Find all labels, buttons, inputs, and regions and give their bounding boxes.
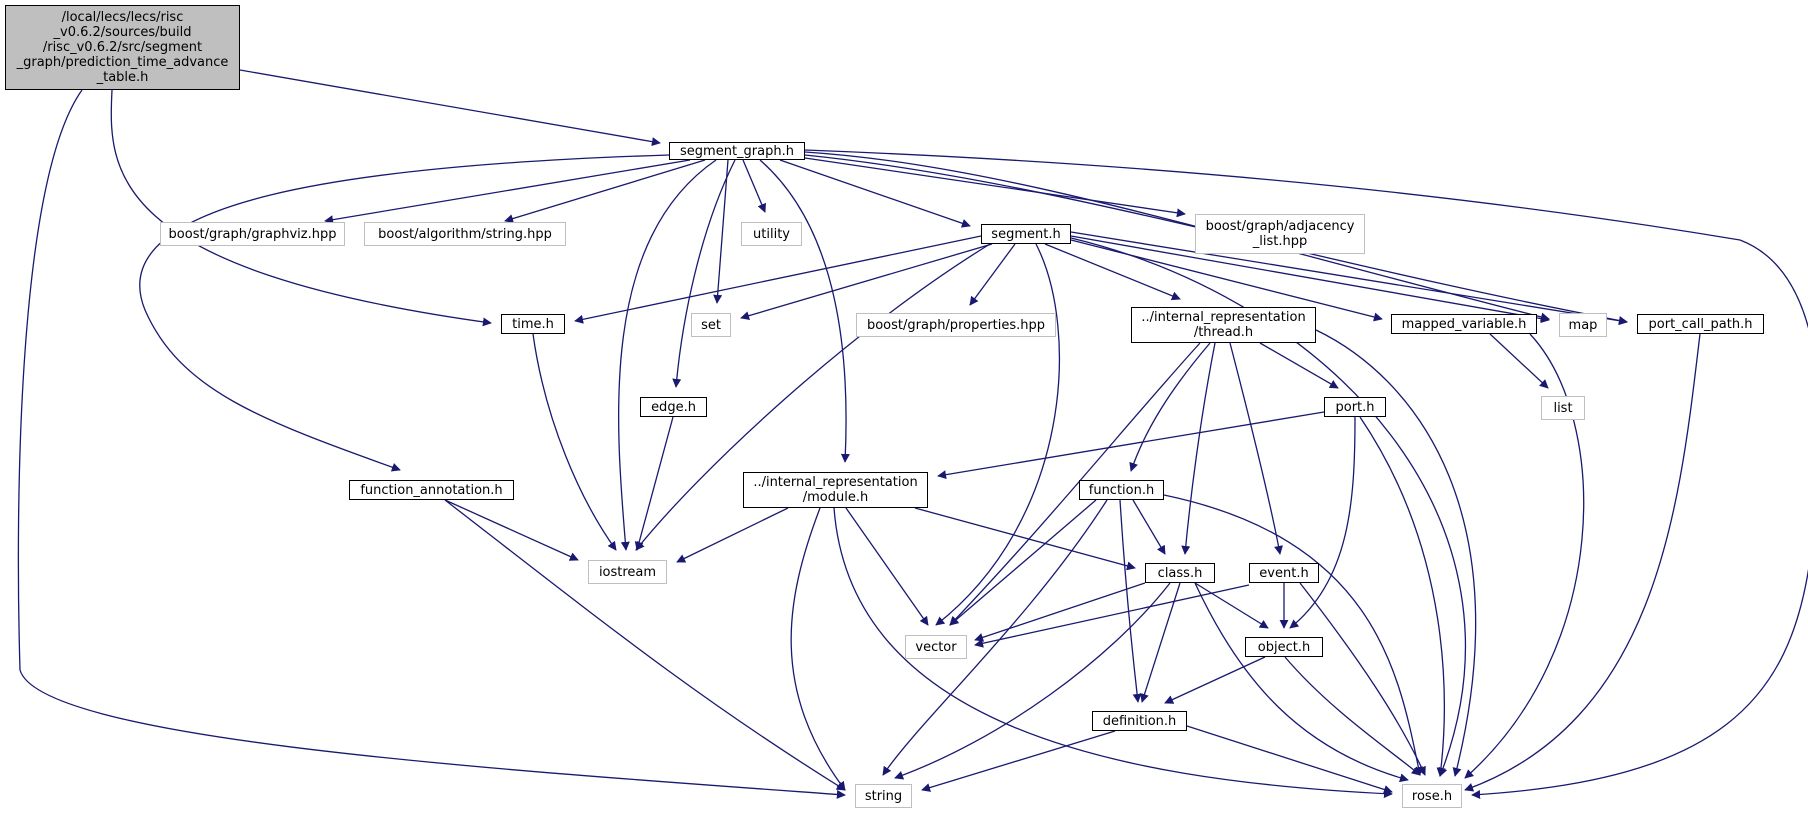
edge-segment_graph-function_annotation [139, 154, 670, 472]
node-module[interactable]: ../internal_representation /module.h [743, 472, 928, 508]
edge-segment_graph-edge [672, 159, 736, 388]
node-mapped-variable[interactable]: mapped_variable.h [1391, 314, 1537, 334]
edge-segment_graph-boost_adjacency [804, 157, 1186, 218]
edge-segment_graph-segment [779, 159, 971, 228]
edge-segment-time [574, 235, 982, 324]
edge-function-vector [949, 499, 1097, 626]
edge-time-iostream [532, 333, 617, 551]
edge-event-vector [974, 584, 1250, 648]
node-class[interactable]: class.h [1145, 563, 1215, 583]
node-string: string [855, 784, 912, 808]
edge-port-module [937, 411, 1325, 480]
edge-definition-string [921, 730, 1116, 792]
edge-function_annotation-string [444, 499, 846, 791]
edge-event-rose [1299, 582, 1426, 776]
node-list: list [1541, 396, 1585, 420]
edge-definition-rose [1186, 725, 1393, 794]
edge-segment_graph-boost_string [504, 159, 706, 223]
edge-segment-port_call_path [1070, 231, 1628, 326]
node-boost-adjacency-list: boost/graph/adjacency _list.hpp [1195, 214, 1365, 254]
edge-module-class [914, 507, 1136, 571]
node-rose: rose.h [1402, 784, 1462, 808]
node-thread[interactable]: ../internal_representation /thread.h [1131, 307, 1316, 343]
node-set: set [691, 313, 731, 337]
edge-segment-rose [1070, 237, 1467, 777]
node-port-call-path[interactable]: port_call_path.h [1637, 314, 1764, 334]
node-boost-properties: boost/graph/properties.hpp [856, 313, 1056, 337]
edge-thread-port [1259, 342, 1339, 389]
edge-mapped_variable-list [1489, 333, 1549, 389]
edge-segment_graph-map [804, 151, 1550, 322]
edge-object-rose [1284, 656, 1421, 776]
edge-port-rose [1359, 416, 1446, 777]
node-port[interactable]: port.h [1324, 397, 1386, 417]
node-iostream: iostream [588, 560, 667, 584]
node-vector: vector [905, 635, 967, 659]
node-utility: utility [741, 222, 802, 246]
edge-function-class [1132, 499, 1166, 555]
edge-function-definition [1119, 499, 1142, 703]
edge-root-string [17, 89, 846, 799]
edge-module-string [790, 507, 846, 791]
node-segment-graph[interactable]: segment_graph.h [669, 142, 805, 160]
edge-module-iostream [676, 507, 789, 563]
edge-segment_graph-iostream [617, 159, 717, 551]
edge-class-vector [974, 582, 1146, 642]
node-prediction-time-advance-table[interactable]: /local/lecs/lecs/risc _v0.6.2/sources/bu… [5, 5, 240, 90]
edge-function_annotation-iostream [444, 499, 579, 561]
node-function[interactable]: function.h [1079, 480, 1164, 500]
edge-segment_graph-port_call_path [804, 154, 1628, 325]
edge-segment_graph-boost_graphviz [324, 159, 691, 225]
edge-segment-boost_properties [969, 243, 1016, 306]
node-edge[interactable]: edge.h [640, 397, 707, 417]
edge-module-vector [845, 507, 929, 626]
edge-class-definition [1140, 582, 1181, 703]
edge-port-object [1289, 416, 1356, 629]
edge-class-string [894, 582, 1171, 780]
edge-segment_graph-set [713, 159, 729, 304]
edge-segment_graph-module [759, 159, 850, 463]
edge-thread-class [1181, 342, 1216, 555]
edge-segment-iostream [635, 243, 991, 551]
node-segment[interactable]: segment.h [981, 224, 1071, 244]
edge-class-rose [1194, 582, 1409, 783]
edge-function-rose [1163, 494, 1423, 776]
edge-segment-vector [935, 243, 1060, 626]
node-boost-graphviz: boost/graph/graphviz.hpp [160, 222, 345, 246]
edge-module-rose [833, 507, 1393, 799]
edge-class-object [1194, 582, 1269, 629]
edge-root-segment_graph [239, 69, 661, 147]
edge-thread-event [1229, 342, 1283, 555]
edge-function-string [882, 499, 1108, 776]
edge-mapped_variable-rose [1464, 333, 1585, 779]
node-time[interactable]: time.h [501, 314, 565, 334]
edge-segment-set [740, 243, 993, 321]
edge-object-definition [1164, 656, 1266, 704]
edge-port_call_path-rose [1464, 333, 1701, 792]
edge-edge-iostream [634, 416, 674, 551]
node-event[interactable]: event.h [1249, 563, 1319, 583]
node-map: map [1559, 313, 1607, 337]
edge-thread-function [1129, 342, 1211, 472]
edge-segment-thread [1044, 243, 1181, 301]
edge-root-time [110, 89, 492, 327]
edge-thread-rose [1315, 329, 1477, 777]
edge-thread-vector [949, 342, 1201, 626]
node-boost-algorithm-string: boost/algorithm/string.hpp [364, 222, 566, 246]
node-function-annotation[interactable]: function_annotation.h [349, 480, 514, 500]
edge-segment_graph-utility [742, 159, 766, 213]
edge-segment_graph-rose [804, 149, 1808, 800]
edge-segment-map [1070, 235, 1550, 324]
node-object[interactable]: object.h [1245, 637, 1323, 657]
node-definition[interactable]: definition.h [1092, 711, 1187, 731]
